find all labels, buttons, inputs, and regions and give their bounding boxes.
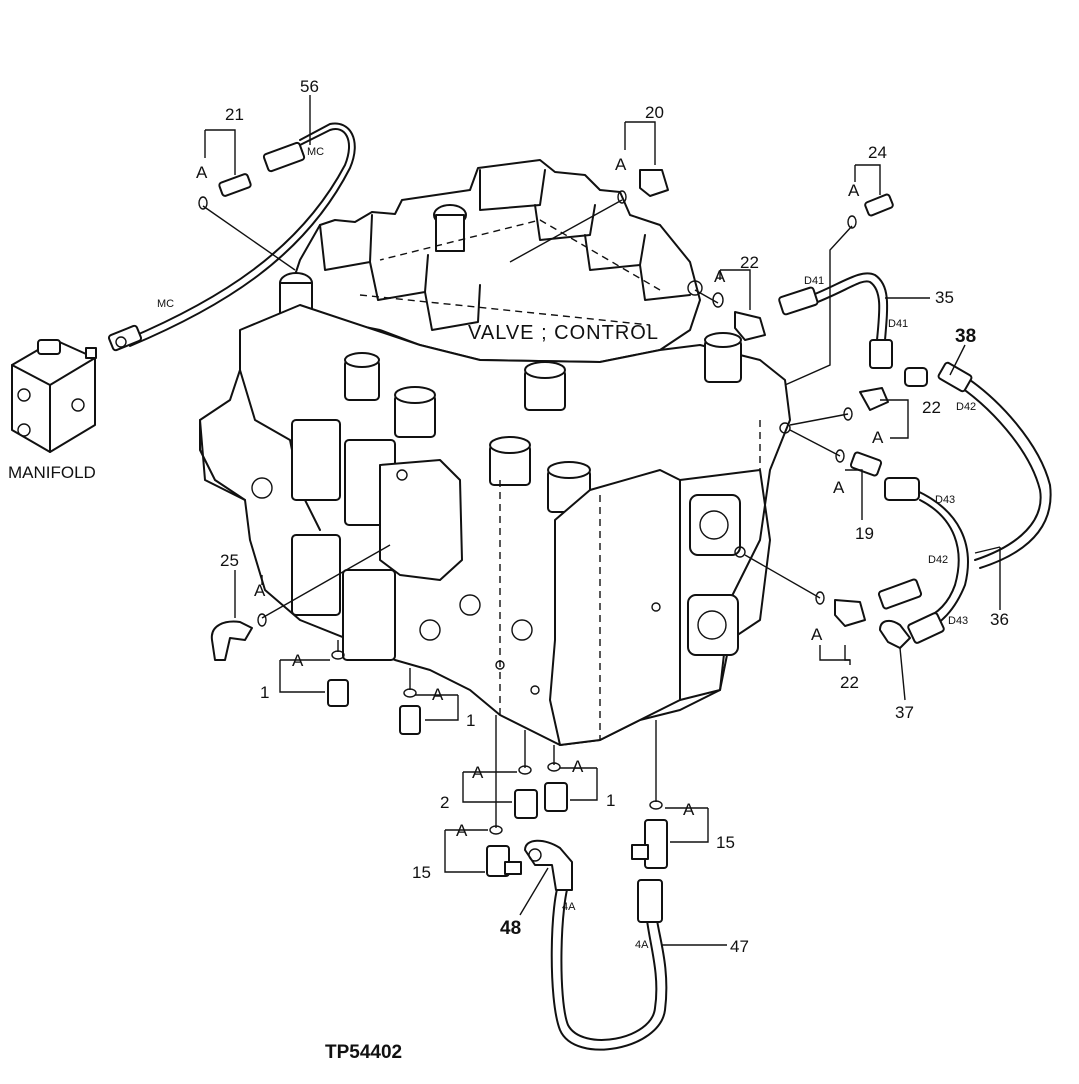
figure-id: TP54402 [325,1042,402,1063]
callout-15-left: 15 [412,863,431,882]
fitting-19 [835,449,883,477]
fitting-15-left [486,825,522,877]
leader-lines [202,95,1001,946]
callout-48: 48 [500,918,521,939]
callout-24: 24 [868,143,887,162]
seal-mark: A [811,625,823,644]
callout-36: 36 [990,610,1009,629]
callout-1-right: 1 [606,791,615,810]
callout-35: 35 [935,288,954,307]
hose-code-4a-left: 4A [562,901,576,913]
fitting-1-right [544,762,568,812]
control-valve-body [199,159,791,746]
diagram-title: VALVE ; CONTROL [468,322,659,344]
callout-22-mid: 22 [922,398,941,417]
callout-2: 2 [440,793,449,812]
hose-47 [524,839,668,1051]
callout-15-right: 15 [716,833,735,852]
seal-mark: A [254,581,266,600]
hose-37 [877,477,969,649]
hose-36 [904,361,1052,569]
callout-56: 56 [300,77,319,96]
hose-code-d41-top: D41 [804,275,824,287]
callout-20: 20 [645,103,664,122]
callout-numbers: 56 21 20 24 22 35 38 22 19 36 22 37 25 1… [220,77,1009,956]
callout-22-lower: 22 [840,673,859,692]
seal-mark: A [472,763,484,782]
callout-47: 47 [730,937,749,956]
fitting-15-right [631,800,668,869]
hose-56 [108,122,356,352]
seal-mark: A [572,757,584,776]
hose-code-d43-upper: D43 [935,494,955,506]
manifold-block [11,339,97,453]
fitting-21 [198,173,252,210]
seal-mark: A [833,478,845,497]
hose-code-4a-right: 4A [635,939,649,951]
callout-38: 38 [955,326,976,347]
callout-1-left: 1 [260,683,269,702]
hose-code-d43-lower: D43 [948,615,968,627]
callout-19: 19 [855,524,874,543]
seal-mark: A [872,428,884,447]
seal-mark: A [615,155,627,174]
seal-mark: A [714,267,726,286]
seal-mark: A [848,181,860,200]
fitting-1-left [327,650,349,707]
hose-code-mc-upper: MC [307,146,324,158]
fitting-24 [847,193,894,229]
fitting-22-upper [712,292,766,341]
callout-brackets [204,121,909,873]
callout-37: 37 [895,703,914,722]
fitting-22-mid [843,387,889,421]
fitting-22-lower [815,591,866,627]
seal-markers: A A A A A A A A A A A A A A [196,155,884,840]
fitting-2 [514,765,538,819]
manifold-label: MANIFOLD [8,463,96,482]
fitting-20 [617,169,669,204]
fitting-25 [210,613,267,661]
callout-21: 21 [225,105,244,124]
callout-25: 25 [220,551,239,570]
hose-35 [778,272,893,369]
hose-code-d42-upper: D42 [956,401,976,413]
seal-mark: A [432,685,444,704]
seal-mark: A [196,163,208,182]
callout-1-mid: 1 [466,711,475,730]
callout-22-upper: 22 [740,253,759,272]
hose-code-d41-side: D41 [888,318,908,330]
hose-code-d42-lower: D42 [928,554,948,566]
seal-mark: A [683,800,695,819]
seal-mark: A [292,651,304,670]
hose-code-mc-lower: MC [157,298,174,310]
seal-mark: A [456,821,468,840]
fitting-1-mid [399,688,421,735]
